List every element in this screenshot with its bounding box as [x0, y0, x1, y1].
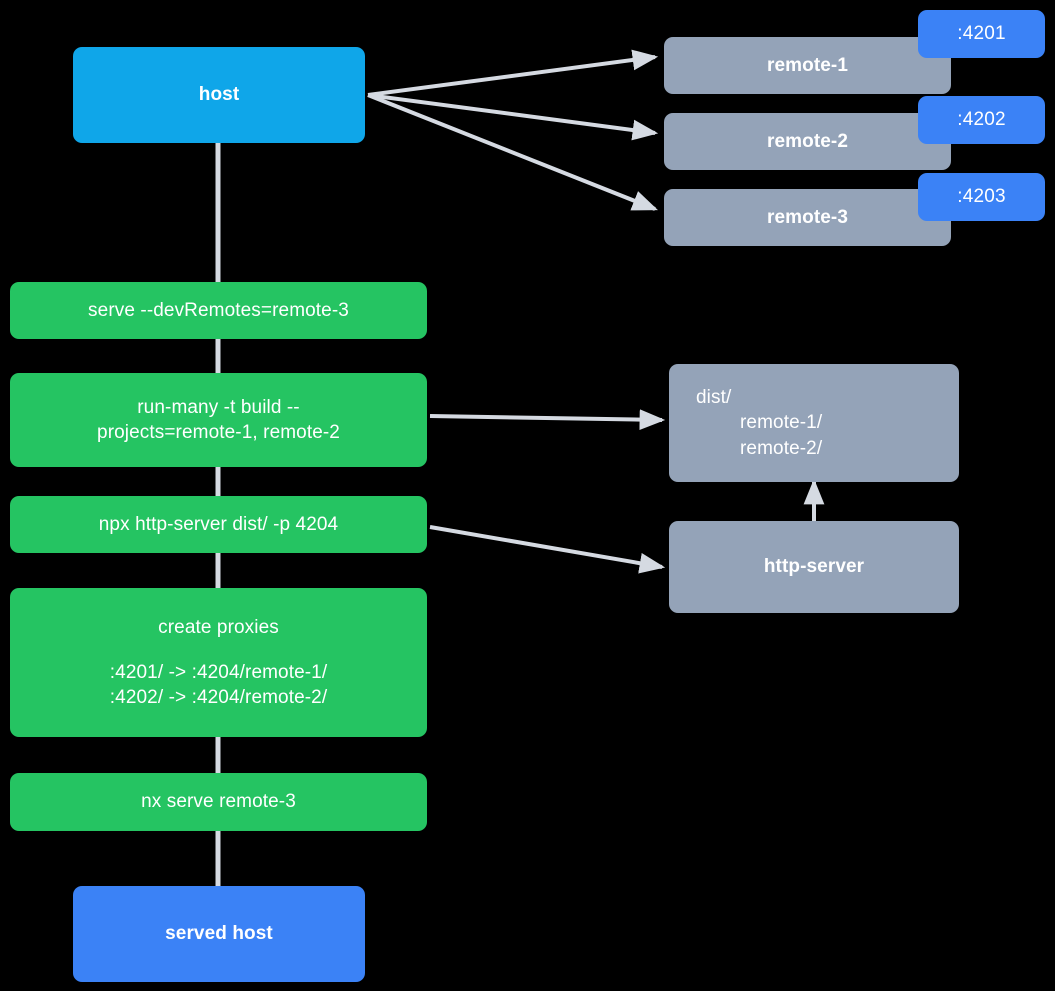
- node-run-many-command-line-2: projects=remote-1, remote-2: [97, 422, 340, 443]
- edge-host-remote-1: [367, 49, 659, 97]
- node-host[interactable]: host: [73, 47, 365, 143]
- badge-remote-2-port-label: :4202: [957, 109, 1006, 130]
- badge-remote-3-port-label: :4203: [957, 186, 1006, 207]
- badge-remote-2-port[interactable]: :4202: [918, 96, 1045, 144]
- node-run-many-command-line-1: run-many -t build --: [137, 396, 300, 418]
- edge-runmany-dist: [429, 409, 666, 431]
- node-create-proxies[interactable]: create proxies :4201/ -> :4204/remote-1/…: [10, 588, 427, 737]
- node-served-host[interactable]: served host: [73, 886, 365, 982]
- edge-npx-httpserver: [429, 525, 666, 574]
- node-npx-http-server-command-label: npx http-server dist/ -p 4204: [98, 513, 339, 535]
- node-dist-artifact-line-2: remote-1/: [740, 412, 823, 434]
- node-npx-http-server-command[interactable]: npx http-server dist/ -p 4204: [10, 496, 427, 553]
- node-remote-3[interactable]: remote-3: [664, 189, 951, 246]
- node-dist-artifact[interactable]: dist/ remote-1/ remote-2/: [669, 364, 959, 482]
- node-remote-3-label: remote-3: [766, 206, 849, 228]
- node-remote-2[interactable]: remote-2: [664, 113, 951, 170]
- node-run-many-command[interactable]: run-many -t build -- projects=remote-1, …: [10, 373, 427, 467]
- badge-remote-1-port[interactable]: :4201: [918, 10, 1045, 58]
- node-create-proxies-mapping-2: :4202/ -> :4204/remote-2/: [109, 687, 328, 709]
- node-served-host-label: served host: [165, 923, 273, 945]
- node-dist-artifact-line-1: dist/: [696, 387, 732, 409]
- node-create-proxies-title: create proxies: [158, 616, 279, 638]
- node-remote-2-label: remote-2: [766, 130, 849, 152]
- node-nx-serve-command[interactable]: nx serve remote-3: [10, 773, 427, 831]
- node-create-proxies-mapping-1: :4201/ -> :4204/remote-1/: [109, 661, 328, 683]
- node-dist-artifact-line-3: remote-2/: [740, 437, 823, 459]
- edge-host-to-remotes: [367, 49, 659, 211]
- node-http-server-process[interactable]: http-server: [669, 521, 959, 613]
- node-serve-command[interactable]: serve --devRemotes=remote-3: [10, 282, 427, 339]
- node-remote-1-label: remote-1: [766, 54, 849, 76]
- node-http-server-process-label: http-server: [763, 556, 865, 578]
- node-remote-1[interactable]: remote-1: [664, 37, 951, 94]
- node-host-label: host: [198, 84, 240, 106]
- edge-host-remote-2: [367, 93, 659, 141]
- badge-remote-3-port[interactable]: :4203: [918, 173, 1045, 221]
- edge-host-remote-3: [367, 93, 658, 211]
- node-serve-command-label: serve --devRemotes=remote-3: [88, 299, 349, 321]
- badge-remote-1-port-label: :4201: [957, 23, 1006, 44]
- node-nx-serve-command-label: nx serve remote-3: [141, 791, 296, 813]
